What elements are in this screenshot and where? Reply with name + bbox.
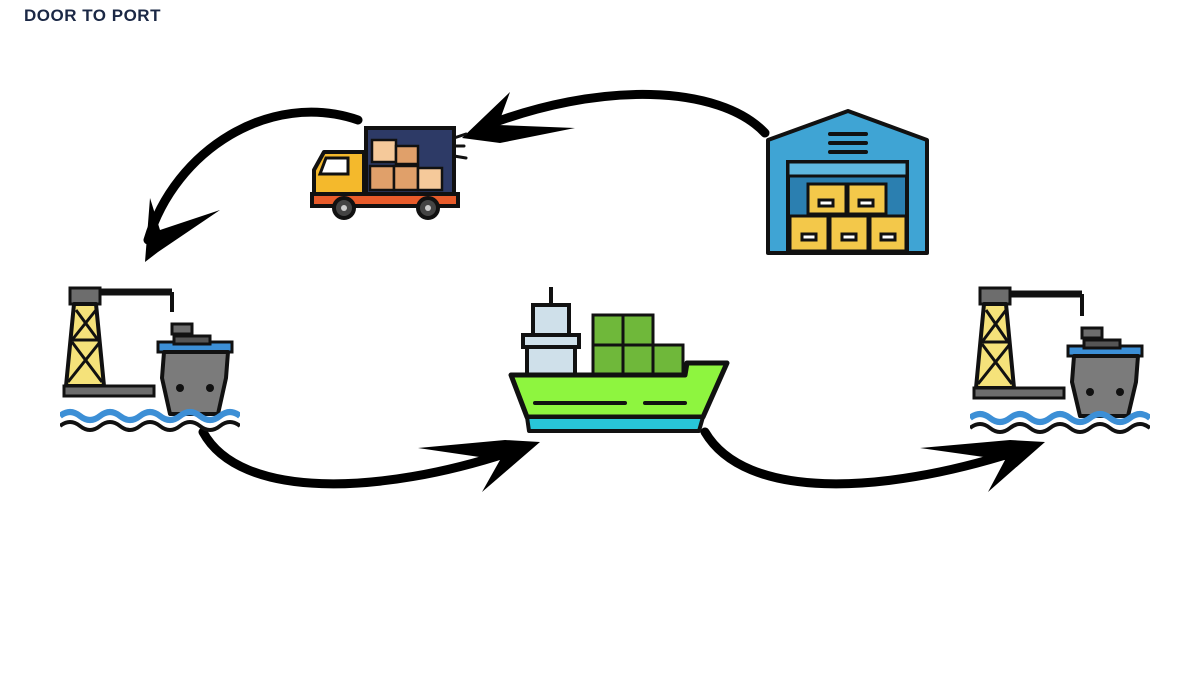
- arrow-ship-to-port: [700, 427, 1045, 492]
- port-crane-icon: [970, 286, 1150, 434]
- port-crane-icon: [60, 286, 240, 432]
- arrow-warehouse-to-truck: [462, 90, 770, 143]
- delivery-truck-icon: [310, 126, 468, 220]
- arrow-port-to-ship: [198, 427, 540, 492]
- cargo-ship-icon: [508, 287, 730, 433]
- page-title: DOOR TO PORT: [24, 6, 161, 25]
- warehouse-icon: [766, 109, 929, 255]
- arrow-truck-to-port: [143, 107, 363, 262]
